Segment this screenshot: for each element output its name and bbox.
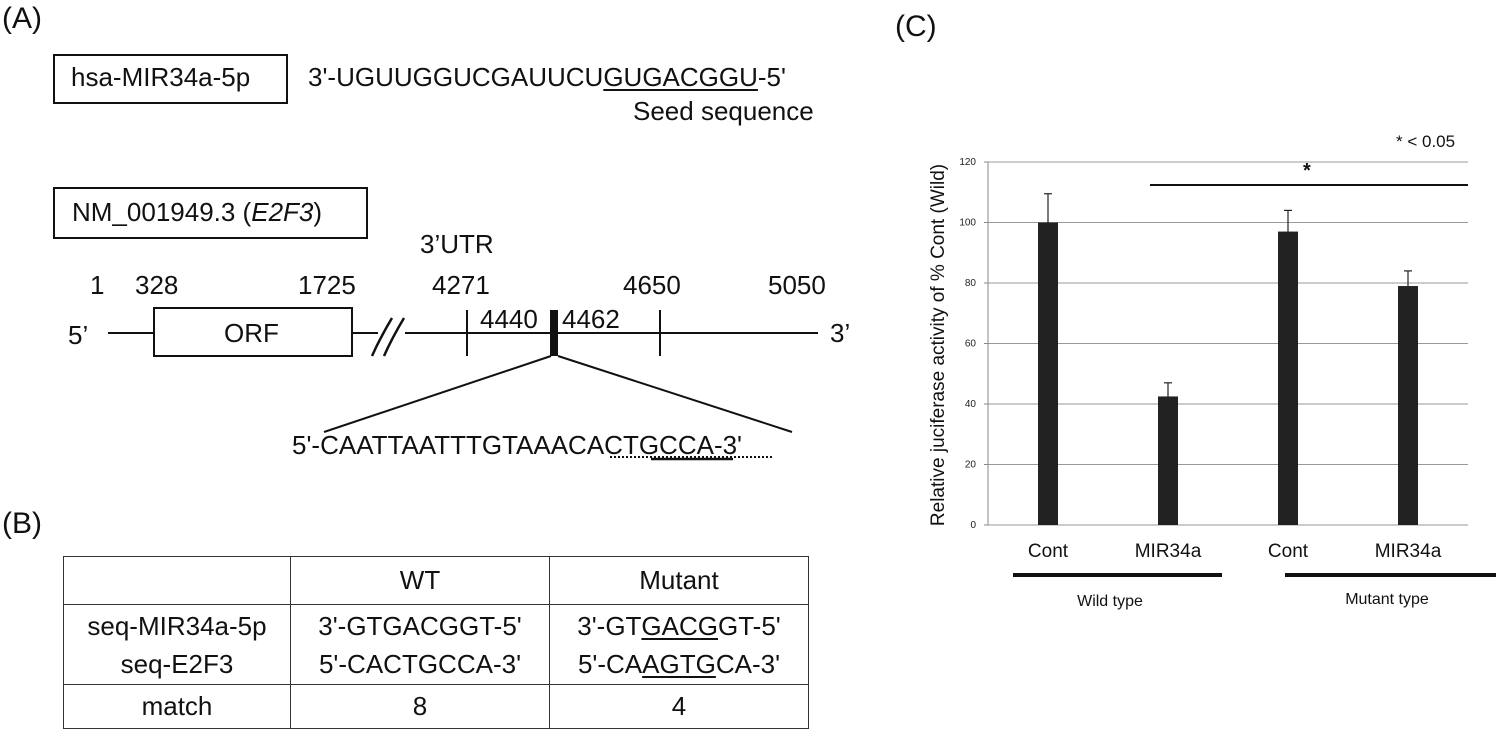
match-label: match xyxy=(63,684,291,729)
mirna-seq-prefix: 3'-UGUUGGUCGAUUCU xyxy=(308,62,604,92)
y-tick-label: 120 xyxy=(959,157,976,168)
category-label-layer: Cont MIR34a Cont MIR34a xyxy=(1028,541,1442,562)
bar xyxy=(1398,286,1418,525)
panel-c-label: (C) xyxy=(895,10,937,43)
gene-name-suffix: ) xyxy=(313,197,323,227)
break-mark xyxy=(370,317,406,357)
panel-a-label: (A) xyxy=(2,2,42,35)
row-names: seq-MIR34a-5p seq-E2F3 xyxy=(63,604,291,685)
position-4271: 4271 xyxy=(432,270,490,300)
target-sequence: 5'-CAATTAATTTGTAAACACTGCCA-3' xyxy=(292,430,743,460)
y-tick-label: 60 xyxy=(965,339,977,350)
match-wt: 8 xyxy=(290,684,550,729)
category-label: Cont xyxy=(1028,541,1069,562)
site-start-position: 4440 xyxy=(480,304,538,334)
header-empty xyxy=(63,556,291,605)
mutant-mirna-seq: 3'-GTGACGGT-5' xyxy=(550,607,808,645)
y-tick-label: 20 xyxy=(965,460,977,471)
mutant-mirna-post: GT-5' xyxy=(718,610,781,641)
y-tick-label: 100 xyxy=(959,218,976,229)
category-label: MIR34a xyxy=(1135,541,1202,562)
gene-name-prefix: NM_001949.3 ( xyxy=(72,197,252,227)
bar xyxy=(1278,231,1298,525)
mutant-mirna-underlined: GACG xyxy=(641,610,718,641)
match-mutant: 4 xyxy=(549,684,809,729)
grid-layer xyxy=(984,161,1468,526)
position-1725: 1725 xyxy=(298,270,356,300)
wt-e2f3-seq: 5'-CACTGCCA-3' xyxy=(318,648,522,679)
group-label-mutant: Mutant type xyxy=(1345,591,1429,608)
wt-mirna-seq: 3'-GTGACGGT-5' xyxy=(318,610,522,641)
gene-name-box xyxy=(53,187,368,239)
sequence-comparison-table: WT Mutant seq-MIR34a-5p seq-E2F3 3'-GTGA… xyxy=(63,556,809,729)
target-site-mark xyxy=(550,310,558,356)
mutant-e2f3-pre: 5'-CA xyxy=(577,648,643,679)
position-5050: 5050 xyxy=(768,270,826,300)
significance-note: * < 0.05 xyxy=(1396,132,1455,151)
wt-sequences: 3'-GTGACGGT-5' 5'-CACTGCCA-3' xyxy=(290,604,550,685)
orf-box xyxy=(153,307,353,357)
table-header-row: WT Mutant xyxy=(63,556,809,605)
table-row-match: match 8 4 xyxy=(63,684,809,729)
three-prime-label: 3’ xyxy=(830,318,851,348)
mirna-name: hsa-MIR34a-5p xyxy=(71,62,251,92)
orf-label: ORF xyxy=(224,318,279,348)
bar xyxy=(1038,222,1058,525)
mutant-sequences: 3'-GTGACGGT-5' 5'-CAAGTGCA-3' xyxy=(549,604,809,685)
y-tick-layer: 0 20 40 60 80 100 120 xyxy=(959,157,976,531)
mirna-name-box xyxy=(53,54,288,104)
header-wt: WT xyxy=(290,556,550,605)
seed-sequence-label: Seed sequence xyxy=(633,96,814,126)
table-row: seq-MIR34a-5p seq-E2F3 3'-GTGACGGT-5' 5'… xyxy=(63,604,809,685)
zoom-line-right xyxy=(557,355,793,433)
category-label: Cont xyxy=(1268,541,1309,562)
y-tick-label: 0 xyxy=(970,520,976,531)
position-4650: 4650 xyxy=(623,270,681,300)
site-end-position: 4462 xyxy=(562,304,620,334)
y-tick-label: 80 xyxy=(965,278,977,289)
position-328: 328 xyxy=(135,270,179,300)
utr-label: 3’UTR xyxy=(420,229,494,259)
group-label-wild: Wild type xyxy=(1077,593,1143,610)
header-mutant: Mutant xyxy=(549,556,809,605)
position-1: 1 xyxy=(90,270,105,300)
bar xyxy=(1158,396,1178,525)
zoom-line-left xyxy=(323,355,552,433)
mirna-seq-suffix: -5' xyxy=(757,62,786,92)
row-name-mirna: seq-MIR34a-5p xyxy=(87,610,267,641)
five-prime-label: 5’ xyxy=(68,320,89,350)
mirna-sequence: 3'-UGUUGGUCGAUUCUGUGACGGU-5' xyxy=(308,62,786,93)
gene-name: NM_001949.3 (E2F3) xyxy=(72,197,322,228)
bar-layer xyxy=(1038,193,1418,525)
y-axis-label: Relative juciferase activity of % Cont (… xyxy=(928,164,949,526)
y-tick-label: 40 xyxy=(965,399,977,410)
mutant-e2f3-seq: 5'-CAAGTGCA-3' xyxy=(550,645,808,683)
gene-name-italic: E2F3 xyxy=(251,197,314,227)
mutant-e2f3-underlined: AGTG xyxy=(642,648,716,679)
mutant-mirna-pre: 3'-GT xyxy=(577,610,642,641)
panel-b-label: (B) xyxy=(2,507,42,540)
mirna-seed-sequence: GUGACGGU xyxy=(603,62,758,92)
row-name-e2f3: seq-E2F3 xyxy=(120,648,234,679)
significance-star: * xyxy=(1303,160,1311,182)
category-label: MIR34a xyxy=(1375,541,1442,562)
mutant-e2f3-post: CA-3' xyxy=(715,648,781,679)
